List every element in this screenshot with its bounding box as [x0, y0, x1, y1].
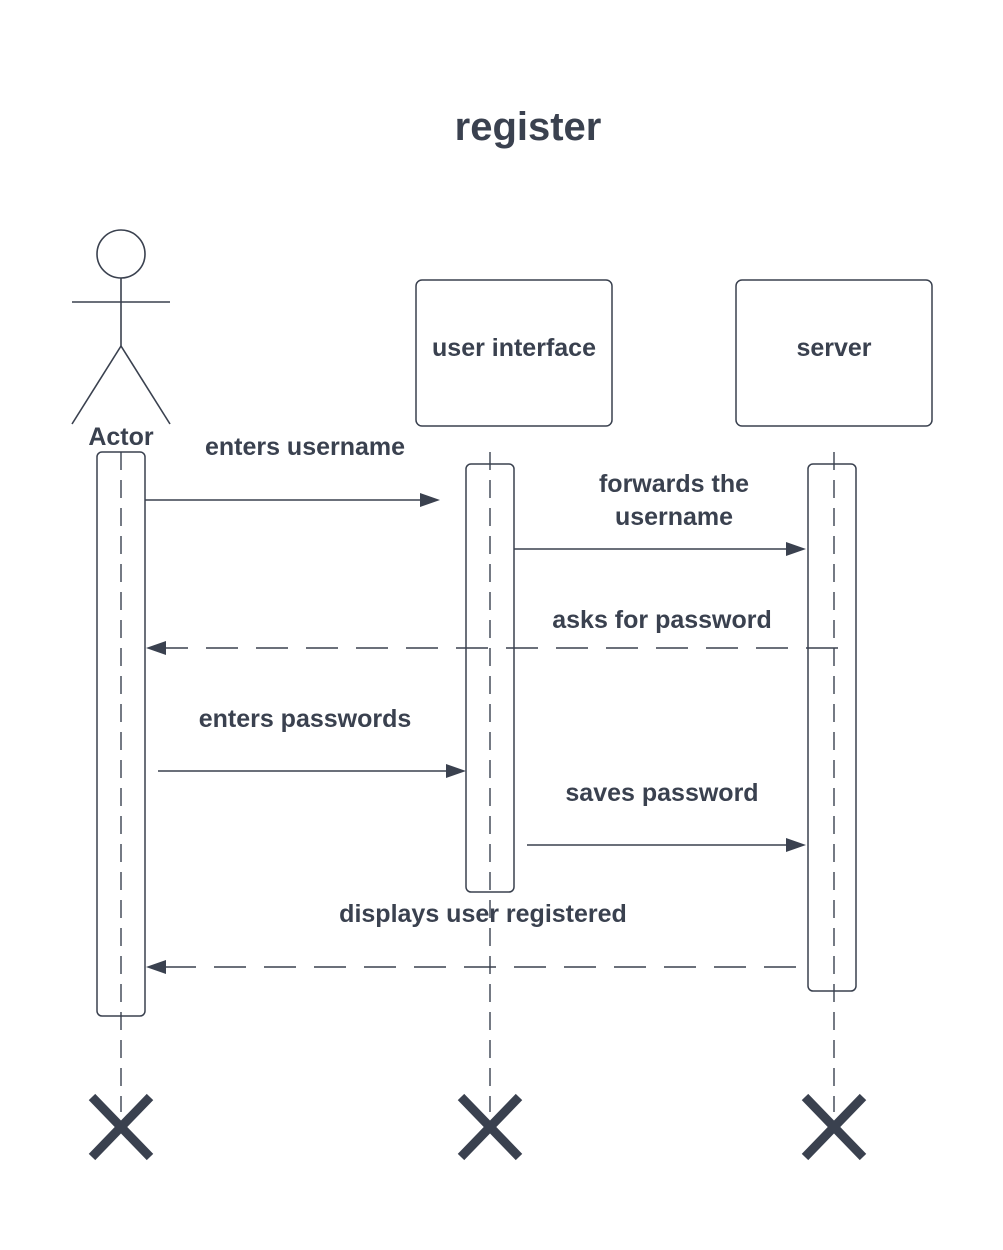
- message-label-enters-passwords: enters passwords: [199, 705, 412, 733]
- message-label-forwards-line2: username: [615, 503, 733, 531]
- message-label-asks-for-password: asks for password: [552, 606, 772, 634]
- diagram-title: register: [455, 105, 602, 149]
- destroy-x-icon-actor: [88, 1093, 154, 1161]
- message-label-saves-password: saves password: [565, 779, 758, 807]
- participant-label-user-interface: user interface: [432, 334, 596, 362]
- participant-box-user-interface: [415, 279, 613, 427]
- message-label-enters-username: enters username: [205, 433, 405, 461]
- arrowhead-icon: [146, 641, 166, 655]
- arrowhead-icon: [786, 838, 806, 852]
- participant-label-server: server: [796, 334, 871, 362]
- actor-label: Actor: [88, 423, 154, 451]
- destroy-x-icon-user-interface: [457, 1093, 523, 1161]
- participant-box-server: [735, 279, 933, 427]
- arrowhead-icon: [146, 960, 166, 974]
- arrowhead-icon: [446, 764, 466, 778]
- message-label-displays-user-registered: displays user registered: [339, 900, 627, 928]
- message-label-forwards-line1: forwards the: [599, 470, 749, 498]
- destroy-x-icon-server: [801, 1093, 867, 1161]
- arrowhead-icon: [786, 542, 806, 556]
- activation-bar-server: [807, 463, 857, 992]
- actor-figure-icon: [71, 229, 171, 425]
- arrowhead-icon: [420, 493, 440, 507]
